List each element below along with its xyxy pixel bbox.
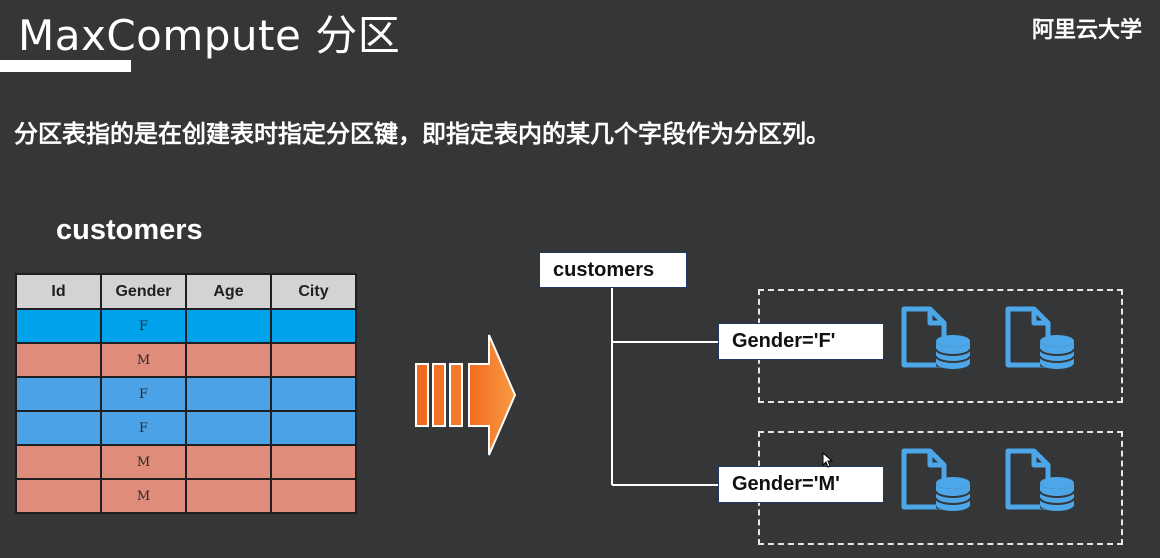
cell-gender: F [100, 410, 187, 446]
partition-node-m: Gender='M' [718, 466, 884, 503]
tree-root-node: customers [539, 252, 687, 288]
slide-description: 分区表指的是在创建表时指定分区键，即指定表内的某几个字段作为分区列。 [14, 120, 830, 148]
cell-gender: M [100, 342, 187, 378]
title-underline [0, 60, 131, 72]
cell-city [270, 410, 357, 446]
cell-age [185, 444, 272, 480]
right-arrow-icon [415, 334, 517, 456]
brand-logo-text: 阿里云大学 [1031, 18, 1142, 43]
cell-age [185, 478, 272, 514]
table-row: M [15, 342, 357, 378]
cell-gender: F [100, 308, 187, 344]
table-header-row: Id Gender Age City [15, 273, 357, 310]
file-database-icon [1005, 448, 1075, 511]
cell-age [185, 342, 272, 378]
cell-city [270, 342, 357, 378]
mouse-cursor-icon [822, 452, 834, 468]
cell-gender: M [100, 444, 187, 480]
table-row: M [15, 444, 357, 480]
cell-gender: M [100, 478, 187, 514]
cell-id [15, 478, 102, 514]
partition-node-f: Gender='F' [718, 323, 884, 360]
table-title: customers [56, 214, 203, 246]
column-header-id: Id [15, 273, 102, 310]
cell-gender: F [100, 376, 187, 412]
slide-title: MaxCompute 分区 [18, 11, 401, 60]
file-database-icon [901, 306, 971, 369]
cell-id [15, 410, 102, 446]
cell-id [15, 444, 102, 480]
table-row: F [15, 410, 357, 446]
cell-id [15, 342, 102, 378]
column-header-age: Age [185, 273, 272, 310]
table-row: F [15, 376, 357, 412]
column-header-city: City [270, 273, 357, 310]
cell-city [270, 444, 357, 480]
cell-age [185, 410, 272, 446]
column-header-gender: Gender [100, 273, 187, 310]
cell-city [270, 376, 357, 412]
cell-city [270, 478, 357, 514]
cell-id [15, 308, 102, 344]
table-row: M [15, 478, 357, 514]
cell-age [185, 308, 272, 344]
file-database-icon [901, 448, 971, 511]
cell-age [185, 376, 272, 412]
file-database-icon [1005, 306, 1075, 369]
cell-id [15, 376, 102, 412]
table-row: F [15, 308, 357, 344]
cell-city [270, 308, 357, 344]
customers-table: Id Gender Age City F M F F [15, 273, 357, 514]
